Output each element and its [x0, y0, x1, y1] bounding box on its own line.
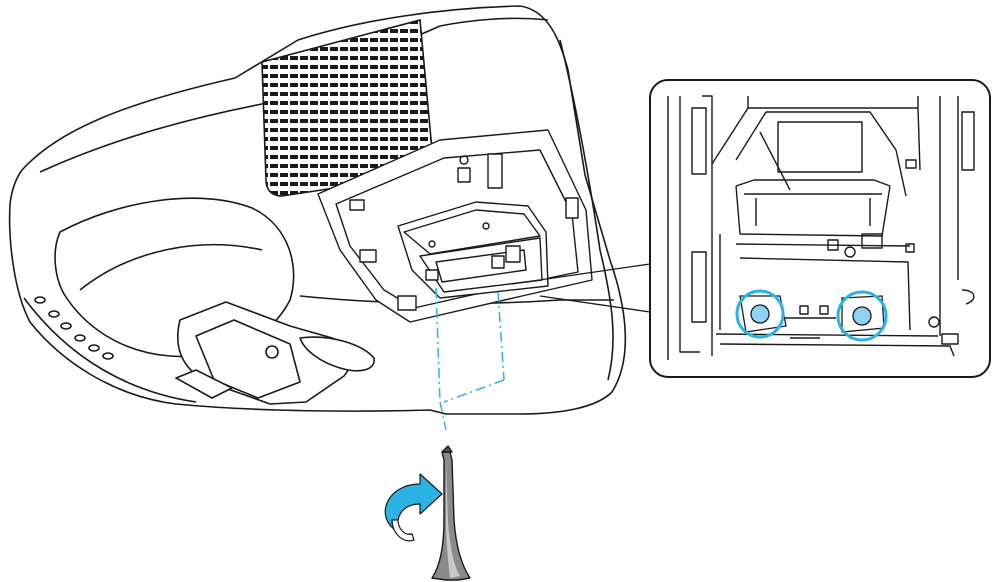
lamp-unit-icon	[397, 201, 549, 299]
zoomed-lamp-detail	[649, 79, 991, 378]
rotate-arrow-icon	[384, 473, 443, 542]
left-lamp-screw	[735, 289, 787, 339]
screwdriver-guide-lines	[435, 287, 505, 431]
projector-icon	[8, 5, 627, 415]
screw-icon	[852, 306, 872, 326]
callout-leader-lines	[511, 263, 651, 313]
right-lamp-screw	[836, 290, 888, 342]
screwdriver-icon	[431, 445, 471, 581]
screw-icon	[750, 304, 770, 324]
